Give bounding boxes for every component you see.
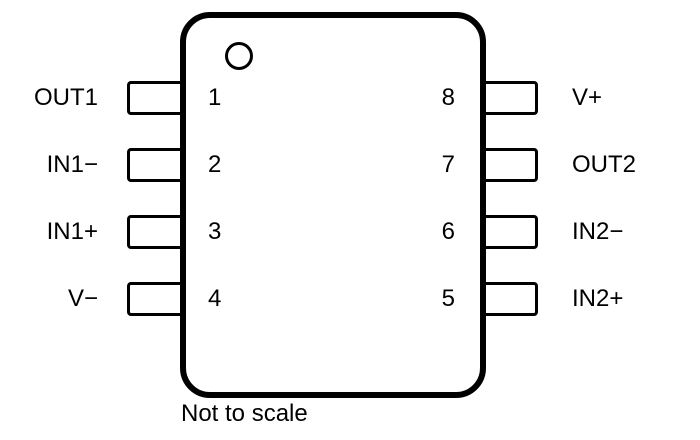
pin-lead-1 <box>127 81 185 115</box>
pin-lead-6 <box>481 215 538 249</box>
pin-label-v-plus: V+ <box>572 84 603 111</box>
pin-lead-5 <box>481 282 538 316</box>
pin-label-in1-plus: IN1+ <box>46 218 98 245</box>
pin-label-in2-plus: IN2+ <box>572 285 624 312</box>
pin-lead-4 <box>127 282 185 316</box>
pin-label-out2: OUT2 <box>572 151 637 178</box>
pin-number-8: 8 <box>441 84 455 111</box>
pin-lead-7 <box>481 148 538 182</box>
pin-number-7: 7 <box>441 151 455 178</box>
pin-number-3: 3 <box>208 218 222 245</box>
pin-lead-8 <box>481 81 538 115</box>
pin-number-4: 4 <box>208 285 222 312</box>
pin-label-v-minus: V− <box>67 285 98 312</box>
pin-lead-3 <box>127 215 185 249</box>
pin-number-2: 2 <box>208 151 222 178</box>
pin-lead-2 <box>127 148 185 182</box>
pin-label-in1-minus: IN1− <box>46 151 98 178</box>
pin-number-1: 1 <box>208 84 222 111</box>
pin-number-5: 5 <box>441 285 455 312</box>
pin-label-out1: OUT1 <box>33 84 98 111</box>
ic-package-body <box>180 12 486 398</box>
pin-number-6: 6 <box>441 218 455 245</box>
pin1-indicator-icon <box>225 42 253 70</box>
not-to-scale-note: Not to scale <box>181 400 308 427</box>
pin-label-in2-minus: IN2− <box>572 218 624 245</box>
